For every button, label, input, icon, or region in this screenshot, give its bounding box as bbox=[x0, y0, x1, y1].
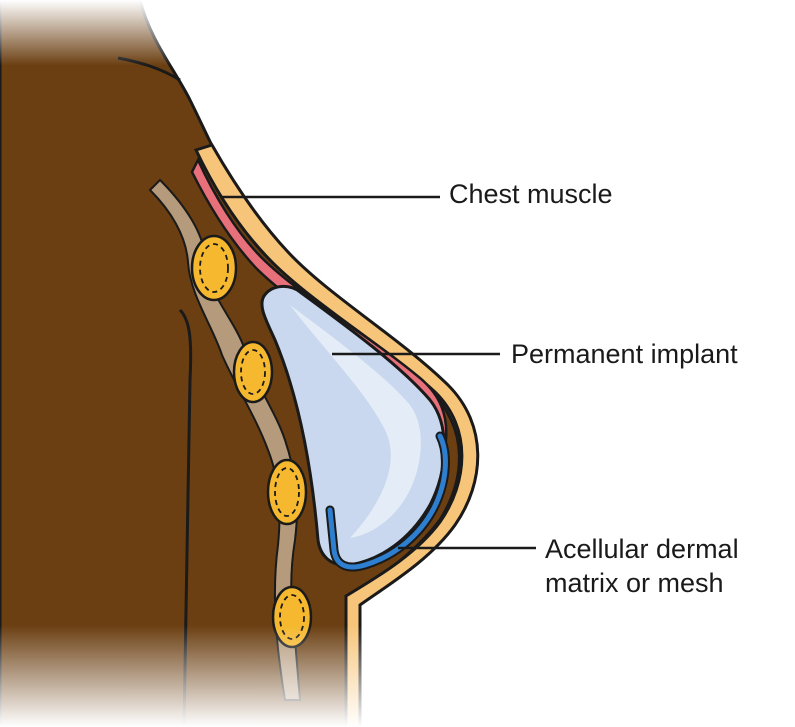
label-chest-muscle: Chest muscle bbox=[449, 177, 613, 211]
label-adm-line2: matrix or mesh bbox=[545, 566, 739, 600]
label-adm-line1: Acellular dermal bbox=[545, 532, 739, 566]
label-permanent-implant: Permanent implant bbox=[511, 337, 738, 371]
label-acellular-dermal-matrix: Acellular dermal matrix or mesh bbox=[545, 532, 739, 600]
fade-overlay bbox=[0, 0, 400, 727]
